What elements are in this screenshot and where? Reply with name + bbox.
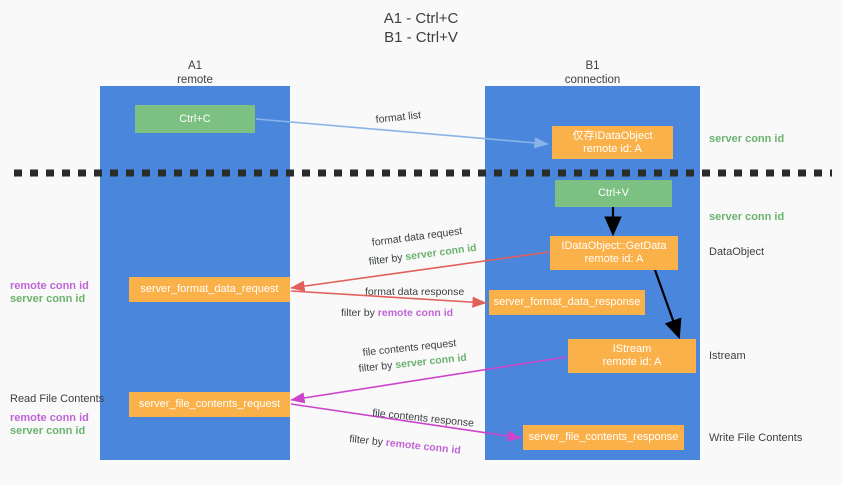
edge-label-format-data-response: format data response [365, 286, 465, 298]
box-server-format-data-response[interactable]: server_format_data_response [489, 290, 645, 315]
box-server-file-contents-request[interactable]: server_file_contents_request [129, 392, 290, 417]
filter-prefix-4: filter by [348, 432, 387, 449]
filter-value-server-conn-id-1: server conn id [404, 241, 478, 264]
note-data-object: DataObject [709, 246, 765, 258]
edge-label-file-contents-response-filter: filter by remote conn id [349, 432, 462, 458]
filter-value-remote-conn-id-2: remote conn id [385, 436, 462, 457]
edge-label-format-list: format list [375, 109, 422, 126]
box-ctrl-v[interactable]: Ctrl+V [555, 180, 672, 207]
box-server-format-data-request[interactable]: server_format_data_request [129, 277, 290, 302]
page-title: A1 - Ctrl+C B1 - Ctrl+V [383, 10, 459, 46]
note-server-conn-id-upper: server conn id [10, 293, 86, 305]
column-header-a1: A1 remote [177, 60, 213, 86]
box-store-idataobject[interactable]: 仅存IDataObject remote id: A [552, 126, 673, 159]
note-remote-conn-id-lower: remote conn id [10, 412, 89, 424]
edge-label-format-data-response-filter: filter by remote conn id [341, 306, 453, 320]
note-remote-conn-id-upper: remote conn id [10, 280, 89, 292]
note-server-conn-id-top: server conn id [709, 133, 785, 145]
filter-value-remote-conn-id-1: remote conn id [377, 307, 454, 319]
note-write-file-contents: Write File Contents [709, 432, 803, 444]
box-idataobject-getdata[interactable]: IDataObject::GetData remote id: A [550, 236, 678, 270]
note-server-conn-id-second: server conn id [709, 211, 785, 223]
box-istream[interactable]: IStream remote id: A [568, 339, 696, 373]
note-read-file-contents: Read File Contents [10, 393, 105, 405]
box-server-file-contents-response[interactable]: server_file_contents_response [523, 425, 684, 450]
filter-prefix-1: filter by [368, 251, 407, 268]
edge-label-file-contents-response: file contents response [371, 406, 475, 430]
note-istream: Istream [709, 350, 746, 362]
box-ctrl-c[interactable]: Ctrl+C [135, 105, 255, 133]
filter-prefix-2: filter by [341, 307, 378, 319]
filter-prefix-3: filter by [358, 359, 396, 375]
note-server-conn-id-lower: server conn id [10, 425, 86, 437]
column-header-b1: B1 connection [564, 60, 621, 86]
